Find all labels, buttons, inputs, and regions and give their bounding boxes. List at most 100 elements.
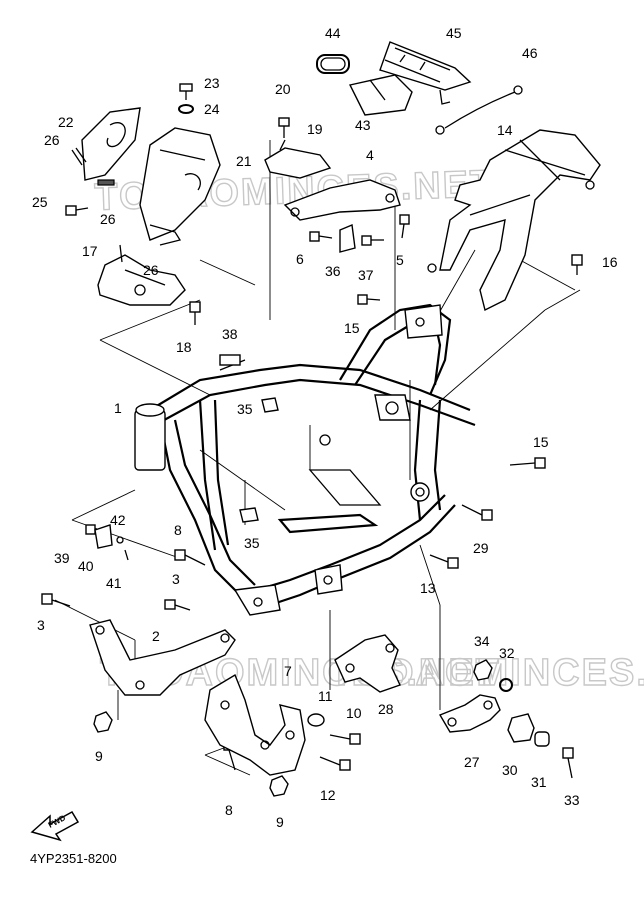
part-18-bolt bbox=[189, 301, 201, 325]
callout-26-lower: 26 bbox=[143, 262, 159, 278]
part-40-bracket bbox=[94, 524, 113, 549]
callout-41: 41 bbox=[106, 575, 122, 591]
part-15-bolt-right bbox=[509, 457, 546, 469]
callout-34: 34 bbox=[474, 633, 490, 649]
part-37-bolt bbox=[361, 235, 384, 246]
callout-4: 4 bbox=[366, 147, 374, 163]
part-7-footrest-bracket bbox=[204, 673, 306, 776]
callout-28: 28 bbox=[378, 701, 394, 717]
callout-20: 20 bbox=[275, 81, 291, 97]
callout-24: 24 bbox=[204, 101, 220, 117]
callout-43: 43 bbox=[355, 117, 371, 133]
callout-12: 12 bbox=[320, 787, 336, 803]
callout-10: 10 bbox=[346, 705, 362, 721]
callout-23: 23 bbox=[204, 75, 220, 91]
part-33-bolt bbox=[562, 747, 574, 779]
part-32-washer bbox=[499, 678, 513, 692]
part-39-bolt bbox=[85, 524, 96, 535]
part-22-cover bbox=[71, 107, 141, 181]
part-12-bolt bbox=[319, 756, 351, 771]
part-2-front-bracket bbox=[89, 619, 236, 696]
callout-22: 22 bbox=[58, 114, 74, 130]
callout-11: 11 bbox=[318, 688, 333, 704]
part-35-clamp-upper bbox=[261, 397, 279, 413]
part-35-clamp-lower bbox=[239, 507, 259, 523]
part-11-washer bbox=[307, 713, 325, 727]
callout-29: 29 bbox=[473, 540, 489, 556]
callout-18: 18 bbox=[176, 339, 192, 355]
part-27-rear-bracket bbox=[438, 694, 501, 733]
part-25-bolt bbox=[65, 205, 89, 216]
callout-8-upper: 8 bbox=[174, 522, 182, 538]
part-28-bracket bbox=[334, 634, 401, 693]
part-36-bracket bbox=[339, 224, 356, 253]
callout-25: 25 bbox=[32, 194, 48, 210]
callout-42: 42 bbox=[110, 512, 126, 528]
callout-39: 39 bbox=[54, 550, 70, 566]
callout-3-left: 3 bbox=[37, 617, 45, 633]
part-46-cable bbox=[435, 85, 523, 135]
part-10-bolt bbox=[329, 733, 361, 745]
callout-7: 7 bbox=[284, 663, 292, 679]
callout-6: 6 bbox=[296, 251, 304, 267]
part-43-pad bbox=[348, 74, 413, 116]
callout-30: 30 bbox=[502, 762, 518, 778]
callout-44: 44 bbox=[325, 25, 341, 41]
callout-3-center: 3 bbox=[172, 571, 180, 587]
callout-5: 5 bbox=[396, 252, 404, 268]
part-21-cover bbox=[139, 127, 221, 246]
part-16-bolt bbox=[571, 254, 583, 275]
part-20-bolt bbox=[278, 117, 290, 138]
callout-15-upper: 15 bbox=[344, 320, 360, 336]
part-31-collar bbox=[534, 731, 550, 747]
part-13-bolt bbox=[429, 554, 459, 569]
callout-26-mid: 26 bbox=[100, 211, 116, 227]
part-30-bushing bbox=[507, 713, 535, 743]
part-15-bolt-top bbox=[357, 294, 381, 305]
callout-19: 19 bbox=[307, 121, 323, 137]
part-41-pin bbox=[124, 549, 129, 561]
callout-27: 27 bbox=[464, 754, 480, 770]
part-9-nut-left bbox=[93, 711, 113, 733]
part-42-clip bbox=[116, 536, 124, 544]
callout-16: 16 bbox=[602, 254, 618, 270]
callout-37: 37 bbox=[358, 267, 374, 283]
part-17-bracket bbox=[97, 244, 186, 306]
drawing-code: 4YP2351-8200 bbox=[30, 851, 117, 866]
callout-33: 33 bbox=[564, 792, 580, 808]
callout-45: 45 bbox=[446, 25, 462, 41]
part-8-bolt-upper bbox=[174, 549, 206, 566]
callout-14: 14 bbox=[497, 122, 513, 138]
callout-1: 1 bbox=[114, 400, 122, 416]
callout-38: 38 bbox=[222, 326, 238, 342]
part-44-gasket bbox=[316, 54, 350, 74]
callout-labels: 44 45 46 23 24 20 43 22 26 19 14 21 4 25… bbox=[32, 25, 618, 830]
callout-46: 46 bbox=[522, 45, 538, 61]
part-3-bolt-center bbox=[164, 599, 191, 611]
callout-40: 40 bbox=[78, 558, 94, 574]
part-19-bracket bbox=[264, 139, 332, 179]
callout-21: 21 bbox=[236, 153, 252, 169]
part-29-bolt bbox=[461, 504, 493, 521]
callout-32: 32 bbox=[499, 645, 515, 661]
callout-13: 13 bbox=[420, 580, 436, 596]
part-34-nut bbox=[473, 659, 493, 681]
callout-15-right: 15 bbox=[533, 434, 549, 450]
callout-8-lower: 8 bbox=[225, 802, 233, 818]
part-45-bracket bbox=[379, 41, 472, 105]
callout-35-upper: 35 bbox=[237, 401, 253, 417]
part-5-bolt bbox=[399, 214, 410, 239]
part-9-nut-bottom bbox=[269, 775, 289, 797]
part-1-main-frame bbox=[134, 303, 476, 616]
part-38-clip bbox=[219, 354, 241, 366]
part-23-bolt bbox=[179, 83, 193, 100]
callout-26-upper: 26 bbox=[44, 132, 60, 148]
callout-36: 36 bbox=[325, 263, 341, 279]
part-24-washer bbox=[178, 104, 194, 114]
callout-17: 17 bbox=[82, 243, 98, 259]
callout-9-left: 9 bbox=[95, 748, 103, 764]
part-3-bolt-left bbox=[41, 593, 71, 607]
callout-31: 31 bbox=[531, 774, 547, 790]
part-14-rear-frame bbox=[427, 129, 601, 312]
